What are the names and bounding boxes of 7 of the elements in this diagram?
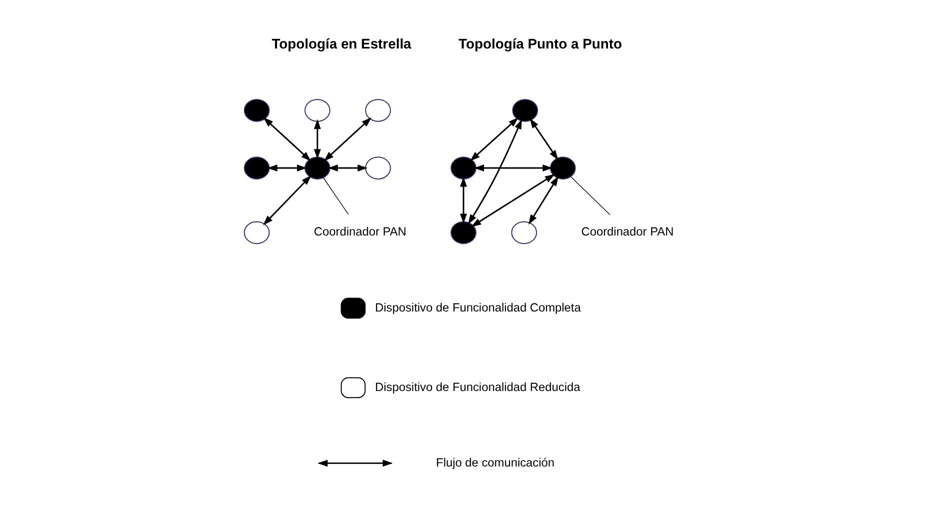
label: Topología en Estrella [272,35,412,52]
legend-label: Dispositivo de Funcionalidad Reducida [375,380,580,394]
node-text: Coordinador PAN [581,224,674,239]
legend-label: Dispositivo de Funcionalidad Completa [375,300,581,314]
label: Topología Punto a Punto [458,35,622,52]
node-text: Coordinador PAN [314,224,406,239]
legend-label: Flujo de comunicación [436,455,555,470]
